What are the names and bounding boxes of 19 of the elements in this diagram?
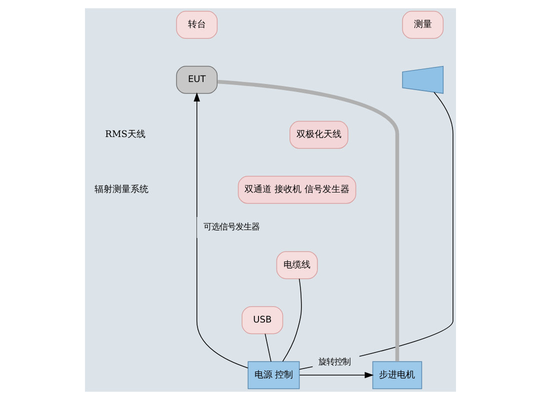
node-trapezium [402, 66, 444, 94]
node-box: 测量 [402, 10, 444, 39]
node-box: 双极化天线 [290, 120, 348, 149]
node-box: EUT [176, 66, 218, 94]
node-box: 电缆线 [276, 251, 318, 280]
node-box: 步进电机 [372, 361, 422, 390]
connector [264, 333, 272, 362]
arrow [299, 372, 374, 378]
connector [282, 278, 302, 362]
arrow [194, 92, 248, 368]
node-box: 转台 [176, 10, 218, 39]
node-box: 双通道 接收机 信号发生器 [238, 176, 356, 204]
connector [217, 80, 400, 362]
label: 辐射测量系统 [94, 185, 149, 196]
node-box: 电源 控制 [248, 361, 300, 390]
node-box: USB [242, 306, 284, 334]
edge-label: 旋转控制 [318, 356, 351, 366]
label: RMS天线 [105, 130, 146, 140]
edge-label: 可选信号发生器 [203, 222, 260, 232]
